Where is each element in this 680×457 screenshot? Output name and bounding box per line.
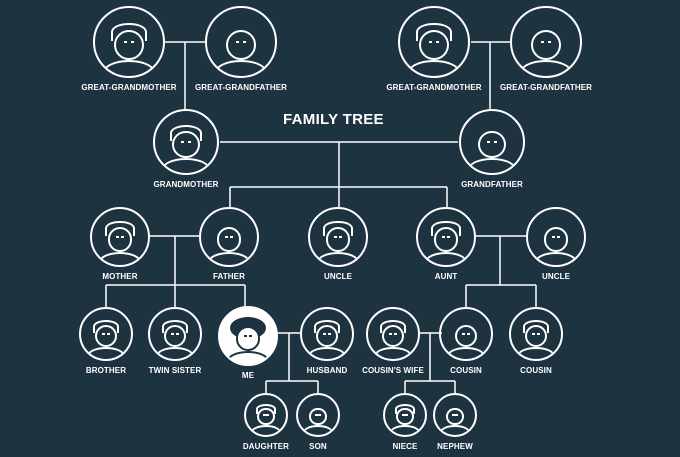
me-avatar	[218, 306, 278, 366]
node-son: SON	[263, 393, 373, 451]
mother-avatar	[90, 207, 150, 267]
label-mother: MOTHER	[102, 272, 138, 281]
uncle-avatar	[526, 207, 586, 267]
label-me: ME	[241, 371, 255, 380]
label-son: SON	[309, 442, 327, 451]
cousin-avatar	[509, 307, 563, 361]
node-daughter: DAUGHTER	[211, 393, 321, 451]
label-grandmother: GRANDMOTHER	[153, 180, 219, 189]
node-husband: HUSBAND	[272, 307, 382, 375]
label-cousins-wife: COUSIN'S WIFE	[362, 366, 424, 375]
label-father: FATHER	[212, 272, 245, 281]
label-great-grandmother-left: GREAT-GRANDMOTHER	[81, 83, 177, 92]
node-great-grandfather-left: GREAT-GRANDFATHER	[186, 6, 296, 92]
node-nephew: NEPHEW	[400, 393, 510, 451]
brother-avatar	[79, 307, 133, 361]
label-great-grandfather-right: GREAT-GRANDFATHER	[499, 83, 593, 92]
label-great-grandfather-left: GREAT-GRANDFATHER	[194, 83, 288, 92]
node-grandfather: GRANDFATHER	[437, 109, 547, 189]
grandfather-avatar	[459, 109, 525, 175]
label-uncle-right: UNCLE	[541, 272, 571, 281]
twin-sister-avatar	[148, 307, 202, 361]
node-mother: MOTHER	[65, 207, 175, 281]
label-nephew: NEPHEW	[437, 442, 473, 451]
niece-avatar	[383, 393, 427, 437]
father-avatar	[199, 207, 259, 267]
aunt-avatar	[416, 207, 476, 267]
node-me: ME	[193, 306, 303, 380]
node-brother: BROTHER	[51, 307, 161, 375]
diagram-title: FAMILY TREE	[283, 111, 384, 128]
label-grandfather: GRANDFATHER	[461, 180, 523, 189]
cousins-wife-avatar	[366, 307, 420, 361]
great-grandmother-avatar	[93, 6, 165, 78]
daughter-avatar	[244, 393, 288, 437]
label-great-grandmother-right: GREAT-GRANDMOTHER	[386, 83, 482, 92]
label-cousin-2: COUSIN	[520, 366, 552, 375]
node-uncle-right: UNCLE	[501, 207, 611, 281]
node-grandmother: GRANDMOTHER	[131, 109, 241, 189]
node-great-grandmother-right: GREAT-GRANDMOTHER	[379, 6, 489, 92]
uncle-avatar	[308, 207, 368, 267]
grandmother-avatar	[153, 109, 219, 175]
label-uncle-middle: UNCLE	[323, 272, 353, 281]
node-great-grandmother-left: GREAT-GRANDMOTHER	[74, 6, 184, 92]
node-cousin-1: COUSIN	[411, 307, 521, 375]
node-father: FATHER	[174, 207, 284, 281]
great-grandfather-avatar	[205, 6, 277, 78]
label-niece: NIECE	[392, 442, 418, 451]
label-daughter: DAUGHTER	[242, 442, 290, 451]
label-aunt: AUNT	[434, 272, 458, 281]
cousin-avatar	[439, 307, 493, 361]
node-uncle-middle: UNCLE	[283, 207, 393, 281]
label-brother: BROTHER	[85, 366, 127, 375]
great-grandfather-avatar	[510, 6, 582, 78]
node-twin-sister: TWIN SISTER	[120, 307, 230, 375]
node-aunt: AUNT	[391, 207, 501, 281]
node-cousin-2: COUSIN	[481, 307, 591, 375]
great-grandmother-avatar	[398, 6, 470, 78]
son-avatar	[296, 393, 340, 437]
husband-avatar	[300, 307, 354, 361]
label-twin-sister: TWIN SISTER	[148, 366, 202, 375]
label-husband: HUSBAND	[306, 366, 348, 375]
nephew-avatar	[433, 393, 477, 437]
label-cousin-1: COUSIN	[450, 366, 482, 375]
node-cousins-wife: COUSIN'S WIFE	[338, 307, 448, 375]
node-great-grandfather-right: GREAT-GRANDFATHER	[491, 6, 601, 92]
node-niece: NIECE	[350, 393, 460, 451]
